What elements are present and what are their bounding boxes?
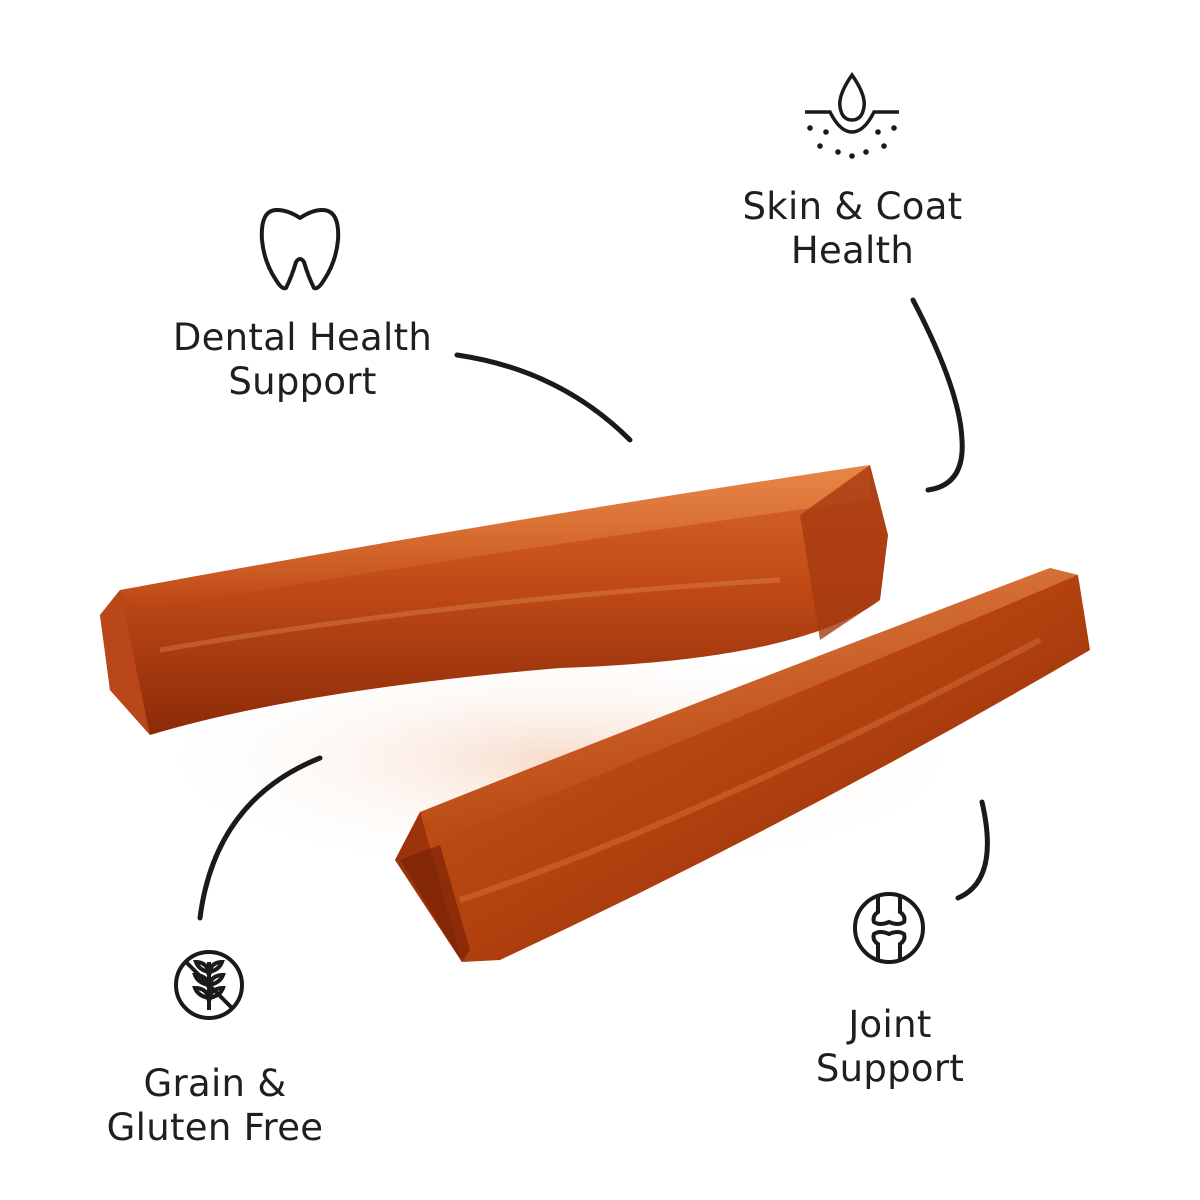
connector-line-skin [910, 297, 965, 493]
no-grain-icon [174, 950, 244, 1020]
feature-skin-label: Skin & Coat Health [735, 185, 970, 273]
feature-joint-label: Joint Support [800, 1003, 980, 1091]
connector-line-grain [197, 755, 323, 921]
feature-joint-line-2: Support [815, 1047, 965, 1090]
feature-grain-line-2: Gluten Free [106, 1106, 324, 1149]
connector-line-dental [454, 352, 633, 443]
feature-joint-line-1: Joint [848, 1003, 932, 1046]
skin-drop-icon [805, 71, 899, 159]
joint-icon [853, 892, 925, 964]
feature-dental-line-1: Dental Health [172, 316, 433, 359]
connector-line-joint [955, 799, 990, 901]
chew-stick-back [395, 568, 1090, 962]
feature-dental-line-2: Support [228, 360, 377, 403]
feature-skin-line-1: Skin & Coat [742, 185, 963, 228]
chew-stick-front [100, 465, 888, 735]
feature-skin-line-2: Health [790, 229, 915, 272]
feature-grain-line-1: Grain & [143, 1062, 287, 1105]
feature-dental-label: Dental Health Support [150, 316, 455, 404]
feature-grain-label: Grain & Gluten Free [95, 1062, 335, 1150]
tooth-icon [259, 208, 341, 291]
